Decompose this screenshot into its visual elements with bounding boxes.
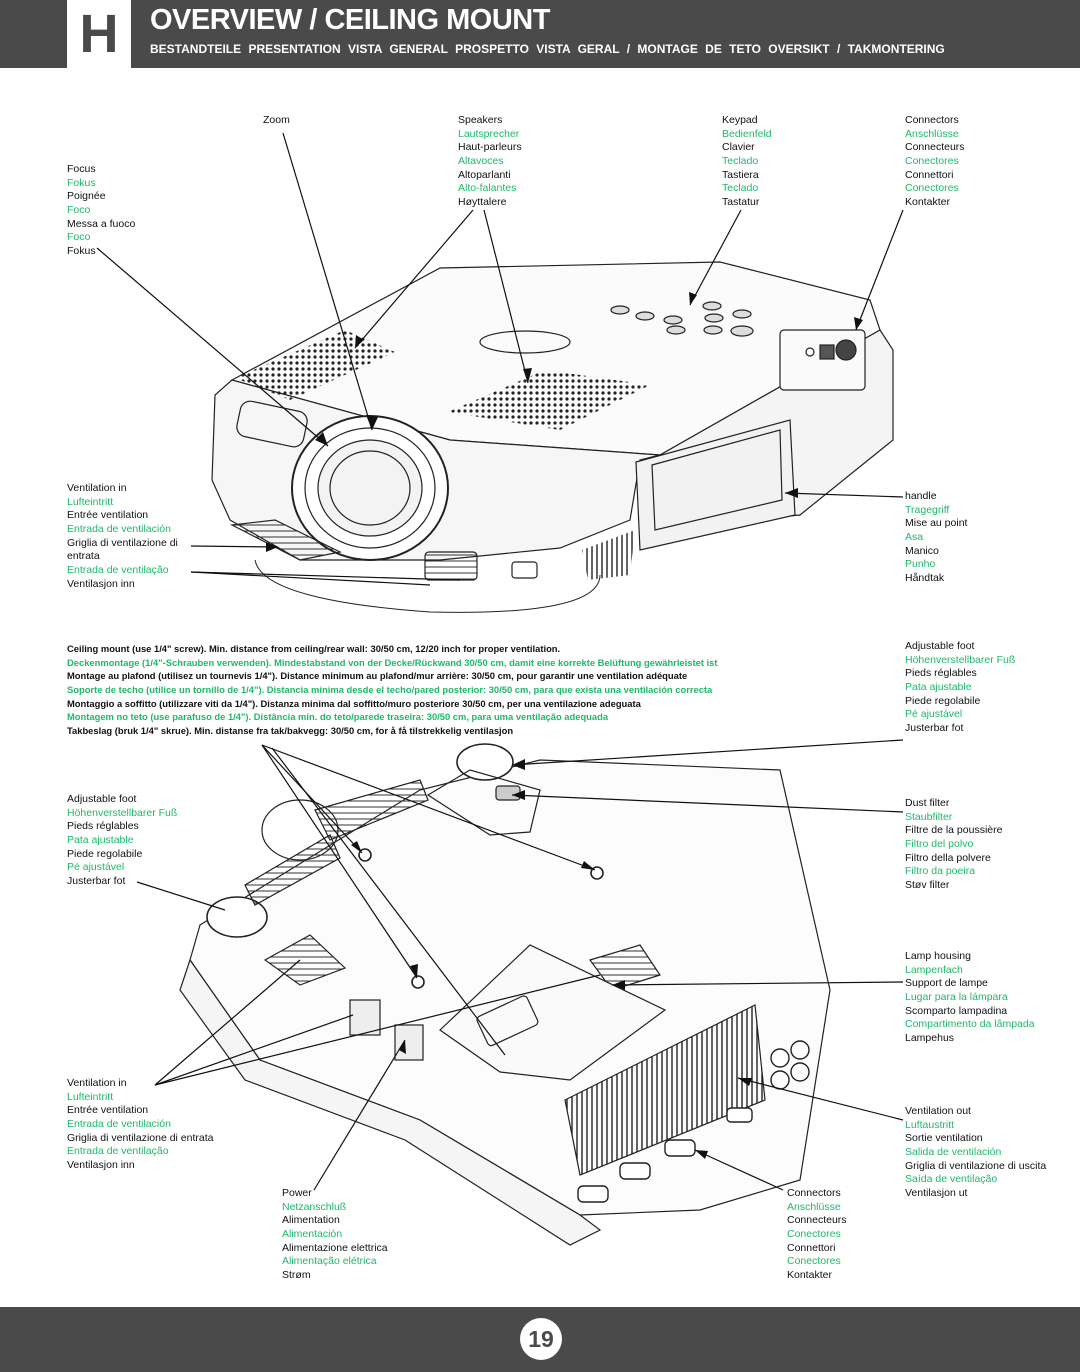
label-zoom: Zoom — [263, 114, 290, 126]
projector-top-view — [211, 261, 894, 613]
projector-bottom-view — [179, 743, 831, 1246]
header-bar — [0, 0, 1080, 68]
keypad-buttons — [610, 301, 754, 337]
top-leader-lines — [96, 132, 904, 586]
top-arrowheads — [266, 292, 863, 552]
page-number-badge — [520, 1318, 562, 1360]
lens — [291, 415, 449, 561]
ceiling-mount-note: Ceiling mount (use 1/4" screw). Min. dis… — [67, 643, 718, 737]
section-letter-box — [67, 0, 131, 68]
page-title: OVERVIEW / CEILING MOUNT — [150, 4, 550, 36]
page-subtitle: BESTANDTEILE PRESENTATION VISTA GENERAL … — [150, 42, 945, 56]
page-number: 19 — [528, 1326, 554, 1352]
bottom-arrowheads — [351, 759, 752, 1159]
section-letter: H — [79, 4, 119, 64]
bottom-leader-lines — [136, 739, 904, 1191]
